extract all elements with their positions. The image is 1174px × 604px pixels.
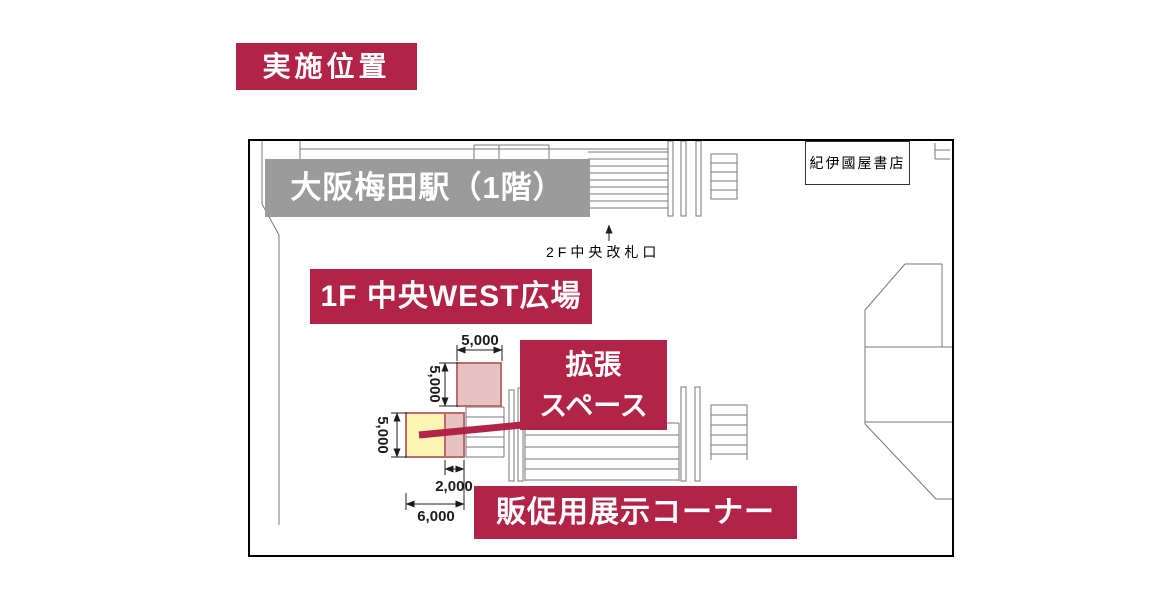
dim-upper-height: 5,000 [426,365,443,403]
right-structure [864,263,952,500]
escalator-bank-top [588,141,738,217]
expansion-area-upper [456,362,502,407]
plaza-label: 1F 中央WEST広場 [310,269,592,324]
promo-corner-label: 販促用展示コーナー [474,486,797,539]
page-title: 実施位置 [236,43,417,90]
bookstore-label: 紀伊國屋書店 [805,141,910,185]
dim-upper-width: 5,000 [461,332,499,349]
dim-total-width: 6,000 [417,508,455,525]
wall-lines [261,141,950,525]
floor-plan: 大阪梅田駅（1階） 2F中央改札口 紀伊國屋書店 1F 中央WEST広場 拡張 … [248,139,954,557]
expansion-label-line2: スペース [539,390,648,421]
expansion-label-line1: 拡張 [565,349,622,380]
station-label: 大阪梅田駅（1階） [265,159,590,217]
dimension-lines [391,345,503,510]
gate-label: 2F中央改札口 [546,244,661,260]
expansion-space-label: 拡張 スペース [520,340,667,430]
dim-lower-height: 5,000 [374,416,391,454]
expansion-leader-line [418,421,523,439]
dim-expansion-width: 2,000 [435,478,473,495]
